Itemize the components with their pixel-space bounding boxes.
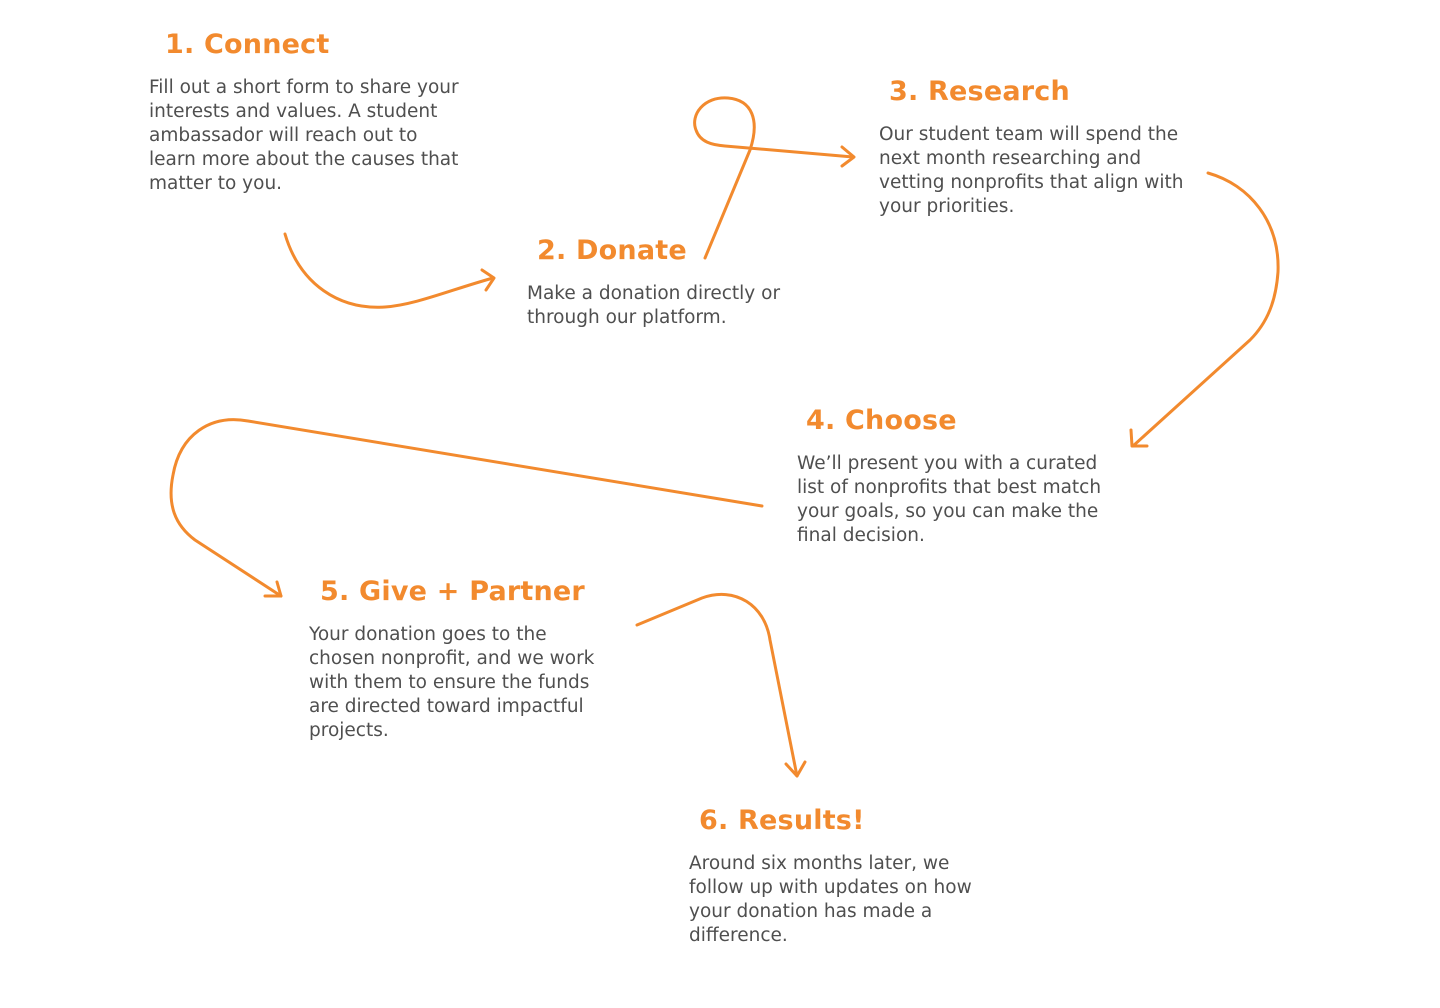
step-choose-line: final decision. [797,525,925,546]
step-results-description: Around six months later, we follow up wi… [689,852,972,948]
step-connect: 1. Connect [165,29,329,61]
step-give-partner-description: Your donation goes to the chosen nonprof… [309,623,594,743]
step-results-title: 6. Results! [699,805,865,836]
step-donate: 2. Donate [537,235,687,267]
step-choose-line: your goals, so you can make the [797,501,1099,522]
step-connect-line: ambassador will reach out to [149,125,418,146]
step-results-line: difference. [689,925,788,946]
step-donate-line: through our platform. [527,307,727,328]
step-donate-line: Make a donation directly or [527,283,781,304]
step-results-line: your donation has made a [689,901,933,922]
step-choose: 4. Choose [806,405,957,437]
step-give-partner-line: Your donation goes to the [309,624,547,645]
step-choose-description: We’ll present you with a curated list of… [797,452,1101,548]
step-research-line: Our student team will spend the [879,124,1179,145]
step-research-line: next month researching and [879,148,1142,169]
step-research-description: Our student team will spend the next mon… [879,123,1183,219]
step-connect-line: interests and values. A student [149,101,438,122]
step-give-partner-line: chosen nonprofit, and we work [309,648,595,669]
step-research: 3. Research [889,76,1070,108]
step-results-line: Around six months later, we [689,853,950,874]
step-connect-description: Fill out a short form to share your inte… [149,76,459,196]
arrow-choose-to-give [169,418,764,598]
arrow-connect-to-donate [283,232,496,309]
step-choose-line: list of nonprofits that best match [797,477,1102,498]
arrow-donate-to-research [693,96,856,260]
step-connect-line: matter to you. [149,173,283,194]
step-donate-description: Make a donation directly or through our … [527,282,780,330]
arrow-give-to-results [635,592,807,778]
step-choose-title: 4. Choose [806,405,957,436]
step-give-partner-title: 5. Give + Partner [320,576,585,607]
step-connect-line: learn more about the causes that [149,149,459,170]
step-give-partner-line: projects. [309,720,389,741]
step-research-title: 3. Research [889,76,1070,107]
step-results: 6. Results! [699,805,865,837]
step-research-line: your priorities. [879,196,1015,217]
step-give-partner-line: are directed toward impactful [309,696,584,717]
step-donate-title: 2. Donate [537,235,687,266]
step-results-line: follow up with updates on how [689,877,972,898]
step-choose-line: We’ll present you with a curated [797,453,1098,474]
step-give-partner-line: with them to ensure the funds [309,672,590,693]
step-connect-title: 1. Connect [165,29,330,60]
step-connect-line: Fill out a short form to share your [149,77,459,98]
step-give-partner: 5. Give + Partner [320,576,585,608]
step-research-line: vetting nonprofits that align with [879,172,1184,193]
